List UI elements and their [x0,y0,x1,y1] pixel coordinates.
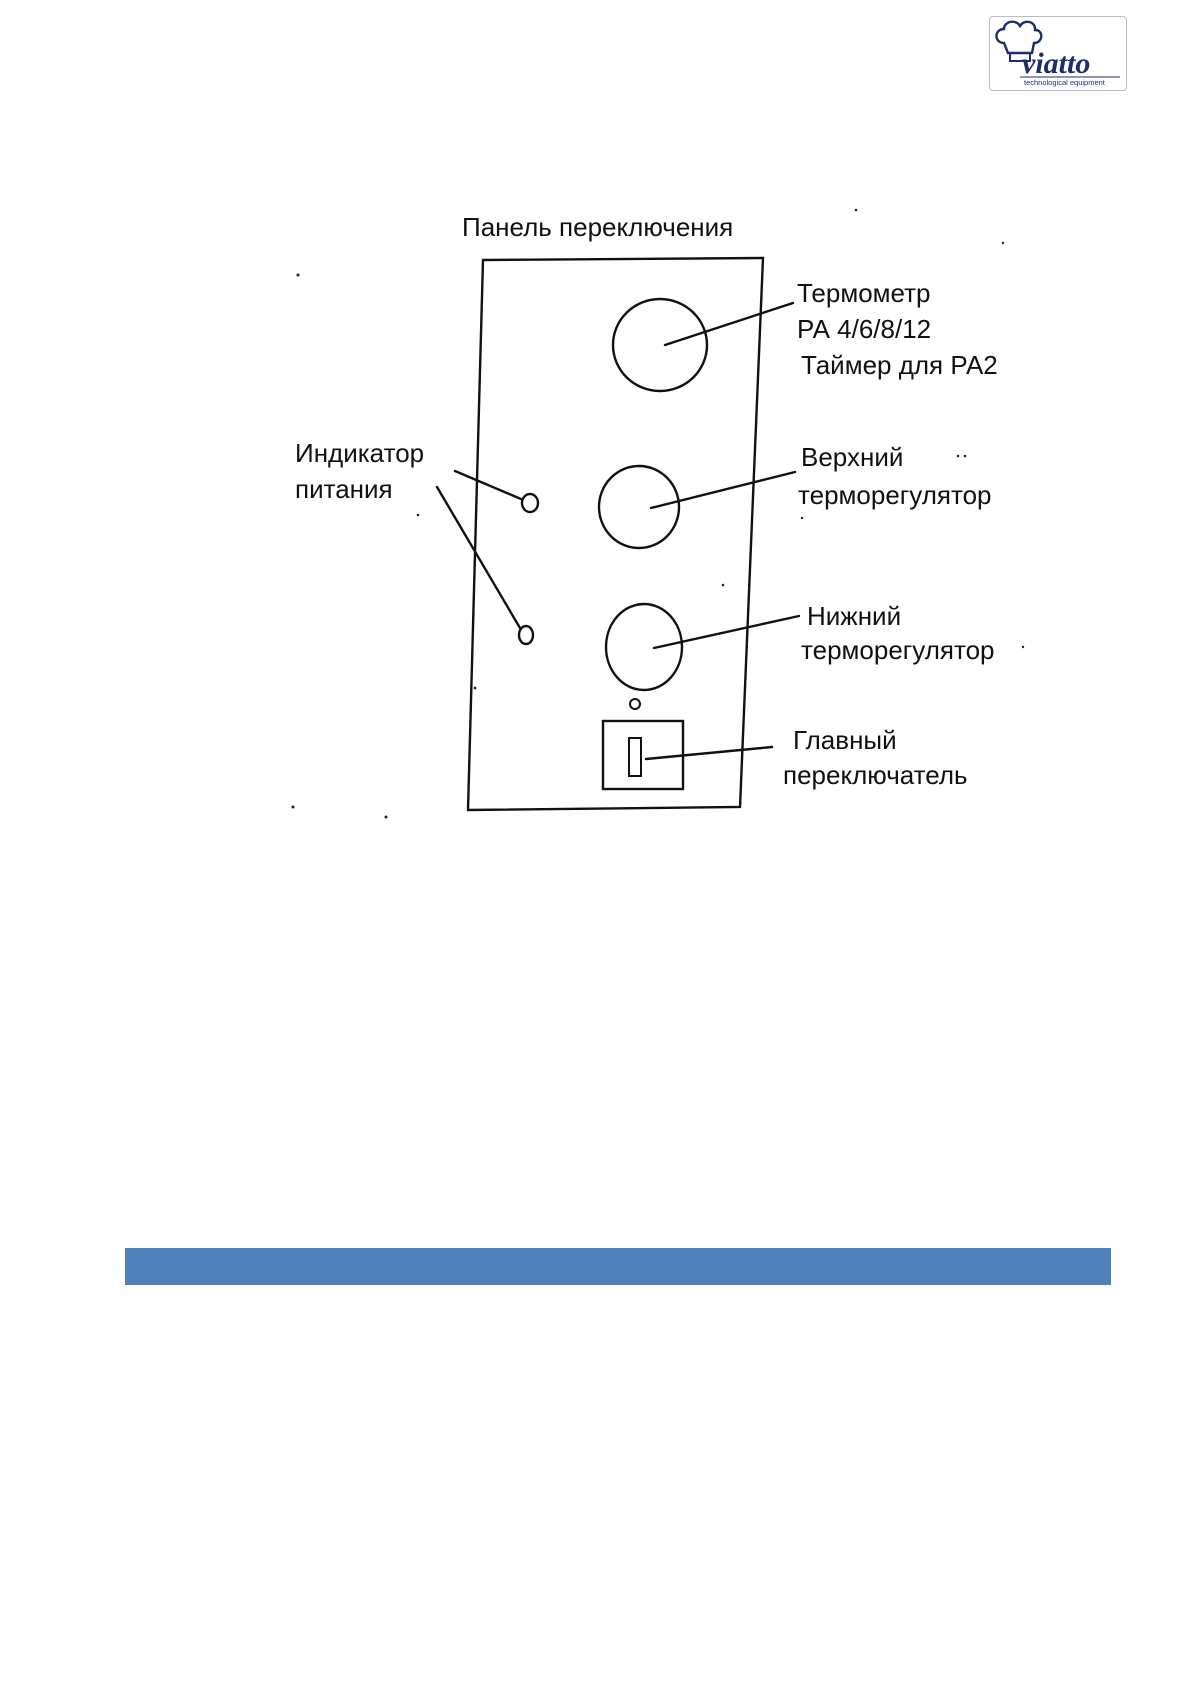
upper-thermostat-label-line2: терморегулятор [798,480,992,510]
upper-thermostat-label-line1: Верхний [801,442,904,472]
main-switch-label-line2: переключатель [783,760,968,790]
lower-thermostat-label-line1: Нижний [807,601,902,631]
lower-thermostat-label-line2: терморегулятор [801,635,995,665]
leader-main-switch [644,745,774,761]
chef-hat-logo-icon: viatto technological equipment [995,20,1120,87]
svg-text:viatto: viatto [1022,47,1090,80]
main-switch-label-line1: Главный [793,725,897,755]
thermometer-label-line1: Термометр [797,278,931,308]
thermometer-dial [611,297,709,393]
leader-indicator-lower [435,485,522,630]
viatto-logo: viatto technological equipment [989,16,1127,91]
svg-text:technological equipment: technological equipment [1024,78,1106,87]
diagram-drawing [291,208,1025,819]
section-header-band [125,1248,1111,1285]
lower-thermostat-knob [604,602,684,692]
panel-outline [466,256,765,812]
diagram-title: Панель переключения [462,212,734,242]
main-switch-body [601,719,685,791]
power-indicator-lamp-lower [517,624,535,646]
leader-thermometer [663,301,795,347]
leader-indicator-upper [453,469,523,501]
leader-upper-thermostat [649,470,797,510]
leader-lower-thermostat [652,614,801,650]
thermometer-label-line3: Таймер для РА2 [801,350,998,380]
power-indicator-label-line2: питания [295,474,393,504]
power-indicator-label-line1: Индикатор [295,438,425,468]
main-switch-rocker [628,737,642,777]
switch-panel-diagram: Панель переключения Термометр РА 4/6/8/1… [283,207,1028,820]
upper-thermostat-knob [597,464,681,550]
power-indicator-lamp-upper [520,492,540,514]
thermometer-label-line2: РА 4/6/8/12 [797,314,932,344]
switch-small-dot [629,698,641,710]
